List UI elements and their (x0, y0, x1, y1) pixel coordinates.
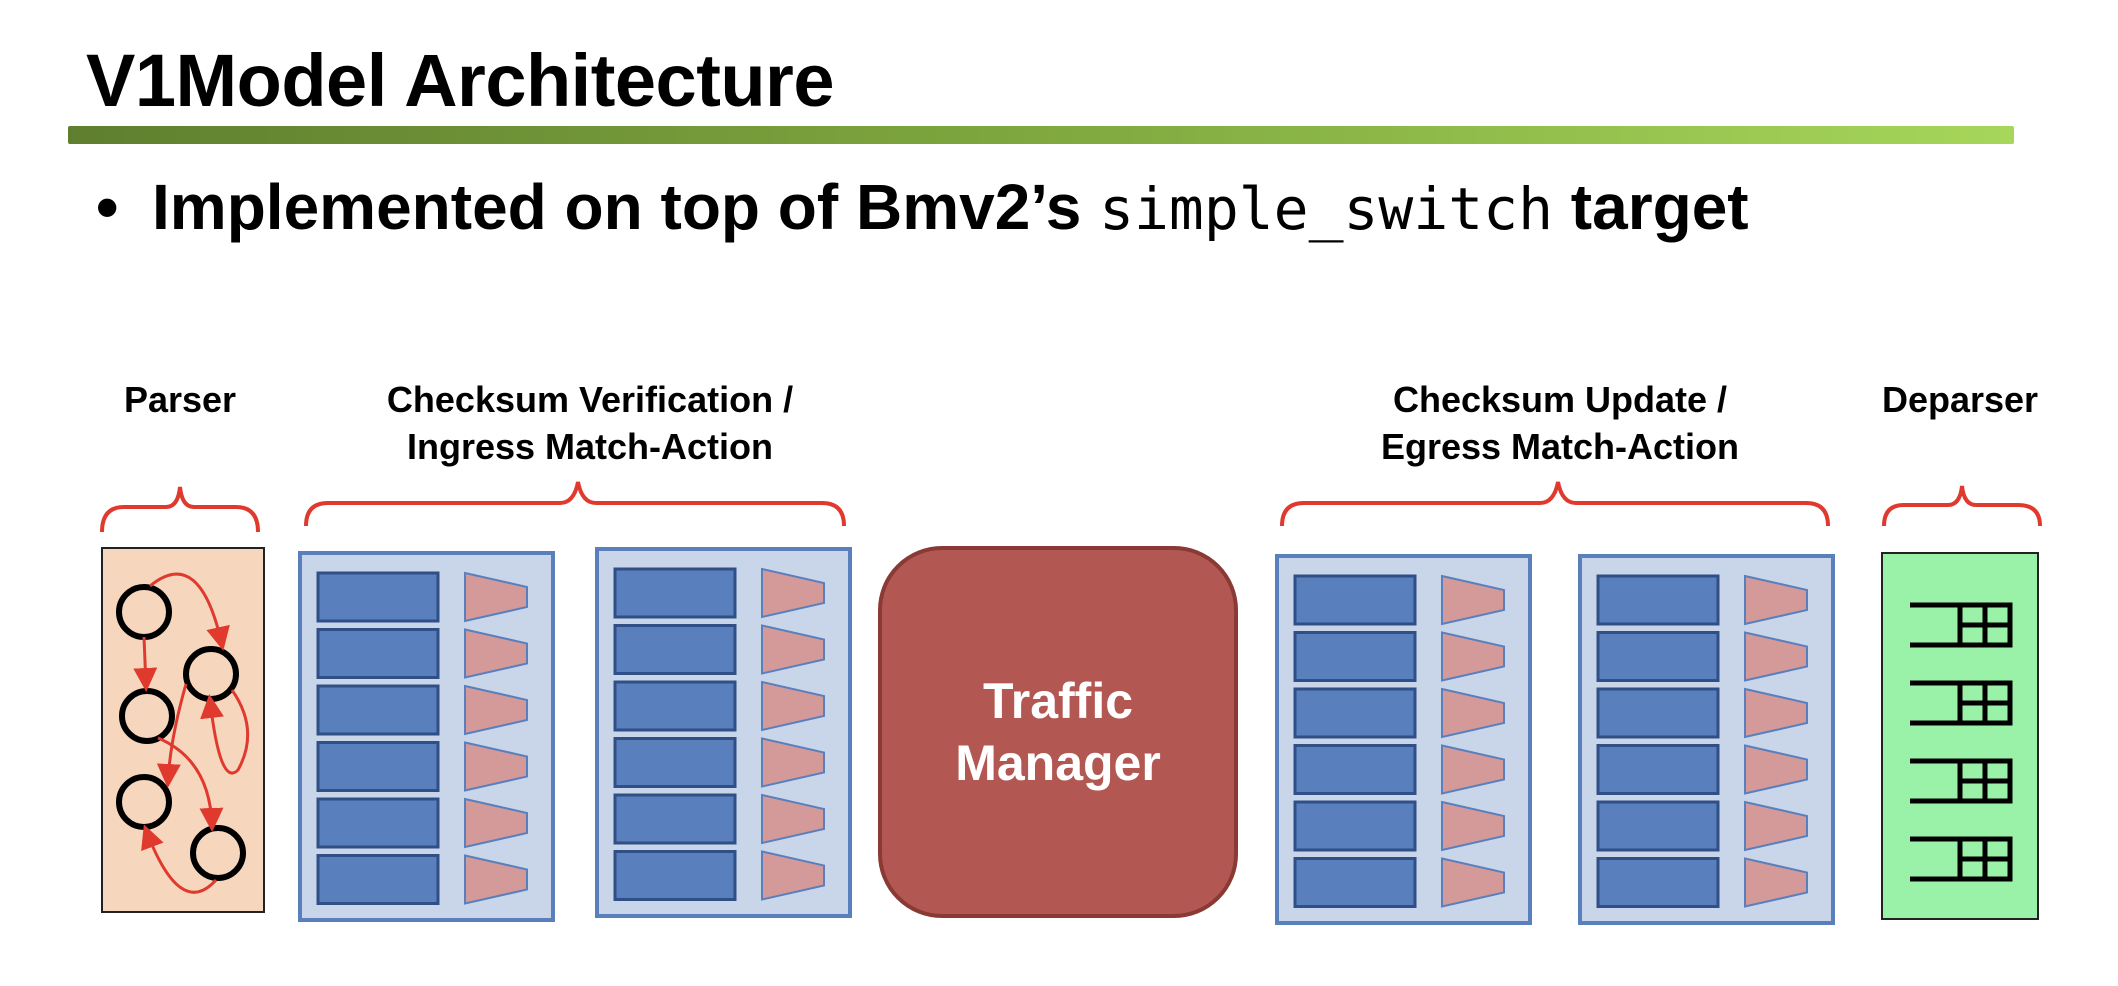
action-triangle (761, 850, 825, 901)
match-table-row (316, 684, 440, 736)
action-triangle (1441, 631, 1505, 682)
parser-brace (100, 486, 260, 533)
action-triangle (761, 624, 825, 675)
traffic-manager-label-1: Traffic (983, 673, 1133, 729)
deparser-buffer (1910, 680, 2013, 726)
action-triangle (761, 567, 825, 619)
match-table-row (1293, 574, 1417, 626)
match-table-row (613, 737, 737, 788)
action-triangle (1441, 574, 1505, 626)
action-triangle (464, 797, 528, 849)
match-table-row (316, 571, 440, 623)
action-triangle (1744, 631, 1808, 682)
match-table-row (613, 624, 737, 675)
egress-tables (1275, 554, 1835, 925)
action-triangle (464, 854, 528, 905)
action-triangle (761, 680, 825, 732)
match-table-row (1293, 631, 1417, 682)
deparser-label: Deparser (1881, 379, 2039, 420)
action-triangle (1441, 744, 1505, 795)
traffic-manager-block: Traffic Manager (878, 546, 1238, 918)
action-triangle (464, 741, 528, 792)
traffic-manager-label-2: Manager (955, 735, 1161, 791)
deparser-buffer (1910, 602, 2013, 648)
deparser-block (1881, 552, 2039, 920)
action-triangle (1744, 574, 1808, 626)
bullet-text-prefix: Implemented on top of Bmv2’s (152, 171, 1082, 243)
match-table-row (316, 797, 440, 849)
match-table-row (1596, 857, 1720, 908)
ingress-brace (304, 481, 846, 527)
action-triangle (1744, 687, 1808, 739)
parser-block (101, 547, 265, 913)
match-table-row (316, 741, 440, 792)
match-table-row (316, 854, 440, 905)
bullet-text-suffix: target (1570, 171, 1749, 243)
match-table-row (613, 567, 737, 619)
deparser-buffer (1910, 836, 2013, 882)
match-table-row (316, 628, 440, 679)
parser-label: Parser (123, 379, 237, 420)
match-table-row (1596, 631, 1720, 682)
egress-label: Checksum Update / Egress Match-Action (1380, 379, 1740, 467)
action-triangle (1441, 687, 1505, 739)
action-triangle (1744, 744, 1808, 795)
action-triangle (1441, 857, 1505, 908)
action-triangle (1441, 800, 1505, 852)
match-table-row (1293, 744, 1417, 795)
match-table-row (1293, 687, 1417, 739)
stage-braces (100, 481, 2042, 533)
egress-brace (1280, 481, 1830, 527)
action-triangle (464, 684, 528, 736)
action-triangle (1744, 857, 1808, 908)
action-triangle (761, 793, 825, 845)
action-triangle (1744, 800, 1808, 852)
title-underline (68, 126, 2014, 144)
match-table-row (613, 680, 737, 732)
match-table-row (1596, 800, 1720, 852)
bullet-dot: • (96, 171, 119, 243)
match-table-row (1293, 800, 1417, 852)
parser-transitions (133, 572, 250, 894)
action-triangle (464, 628, 528, 679)
deparser-brace (1882, 485, 2042, 527)
slide-title: V1Model Architecture (86, 39, 835, 122)
deparser-buffer (1910, 758, 2013, 804)
action-triangle (464, 571, 528, 623)
bullet-item: • Implemented on top of Bmv2’s simple_swi… (96, 170, 1749, 244)
match-table-row (1596, 687, 1720, 739)
match-table-row (1596, 574, 1720, 626)
match-table-row (613, 793, 737, 845)
action-triangle (761, 737, 825, 788)
ingress-tables (298, 547, 852, 922)
ingress-label: Checksum Verification / Ingress Match-Ac… (386, 379, 794, 467)
match-table-row (1596, 744, 1720, 795)
match-table-row (1293, 857, 1417, 908)
match-table-row (613, 850, 737, 901)
bullet-code: simple_switch (1099, 175, 1554, 243)
